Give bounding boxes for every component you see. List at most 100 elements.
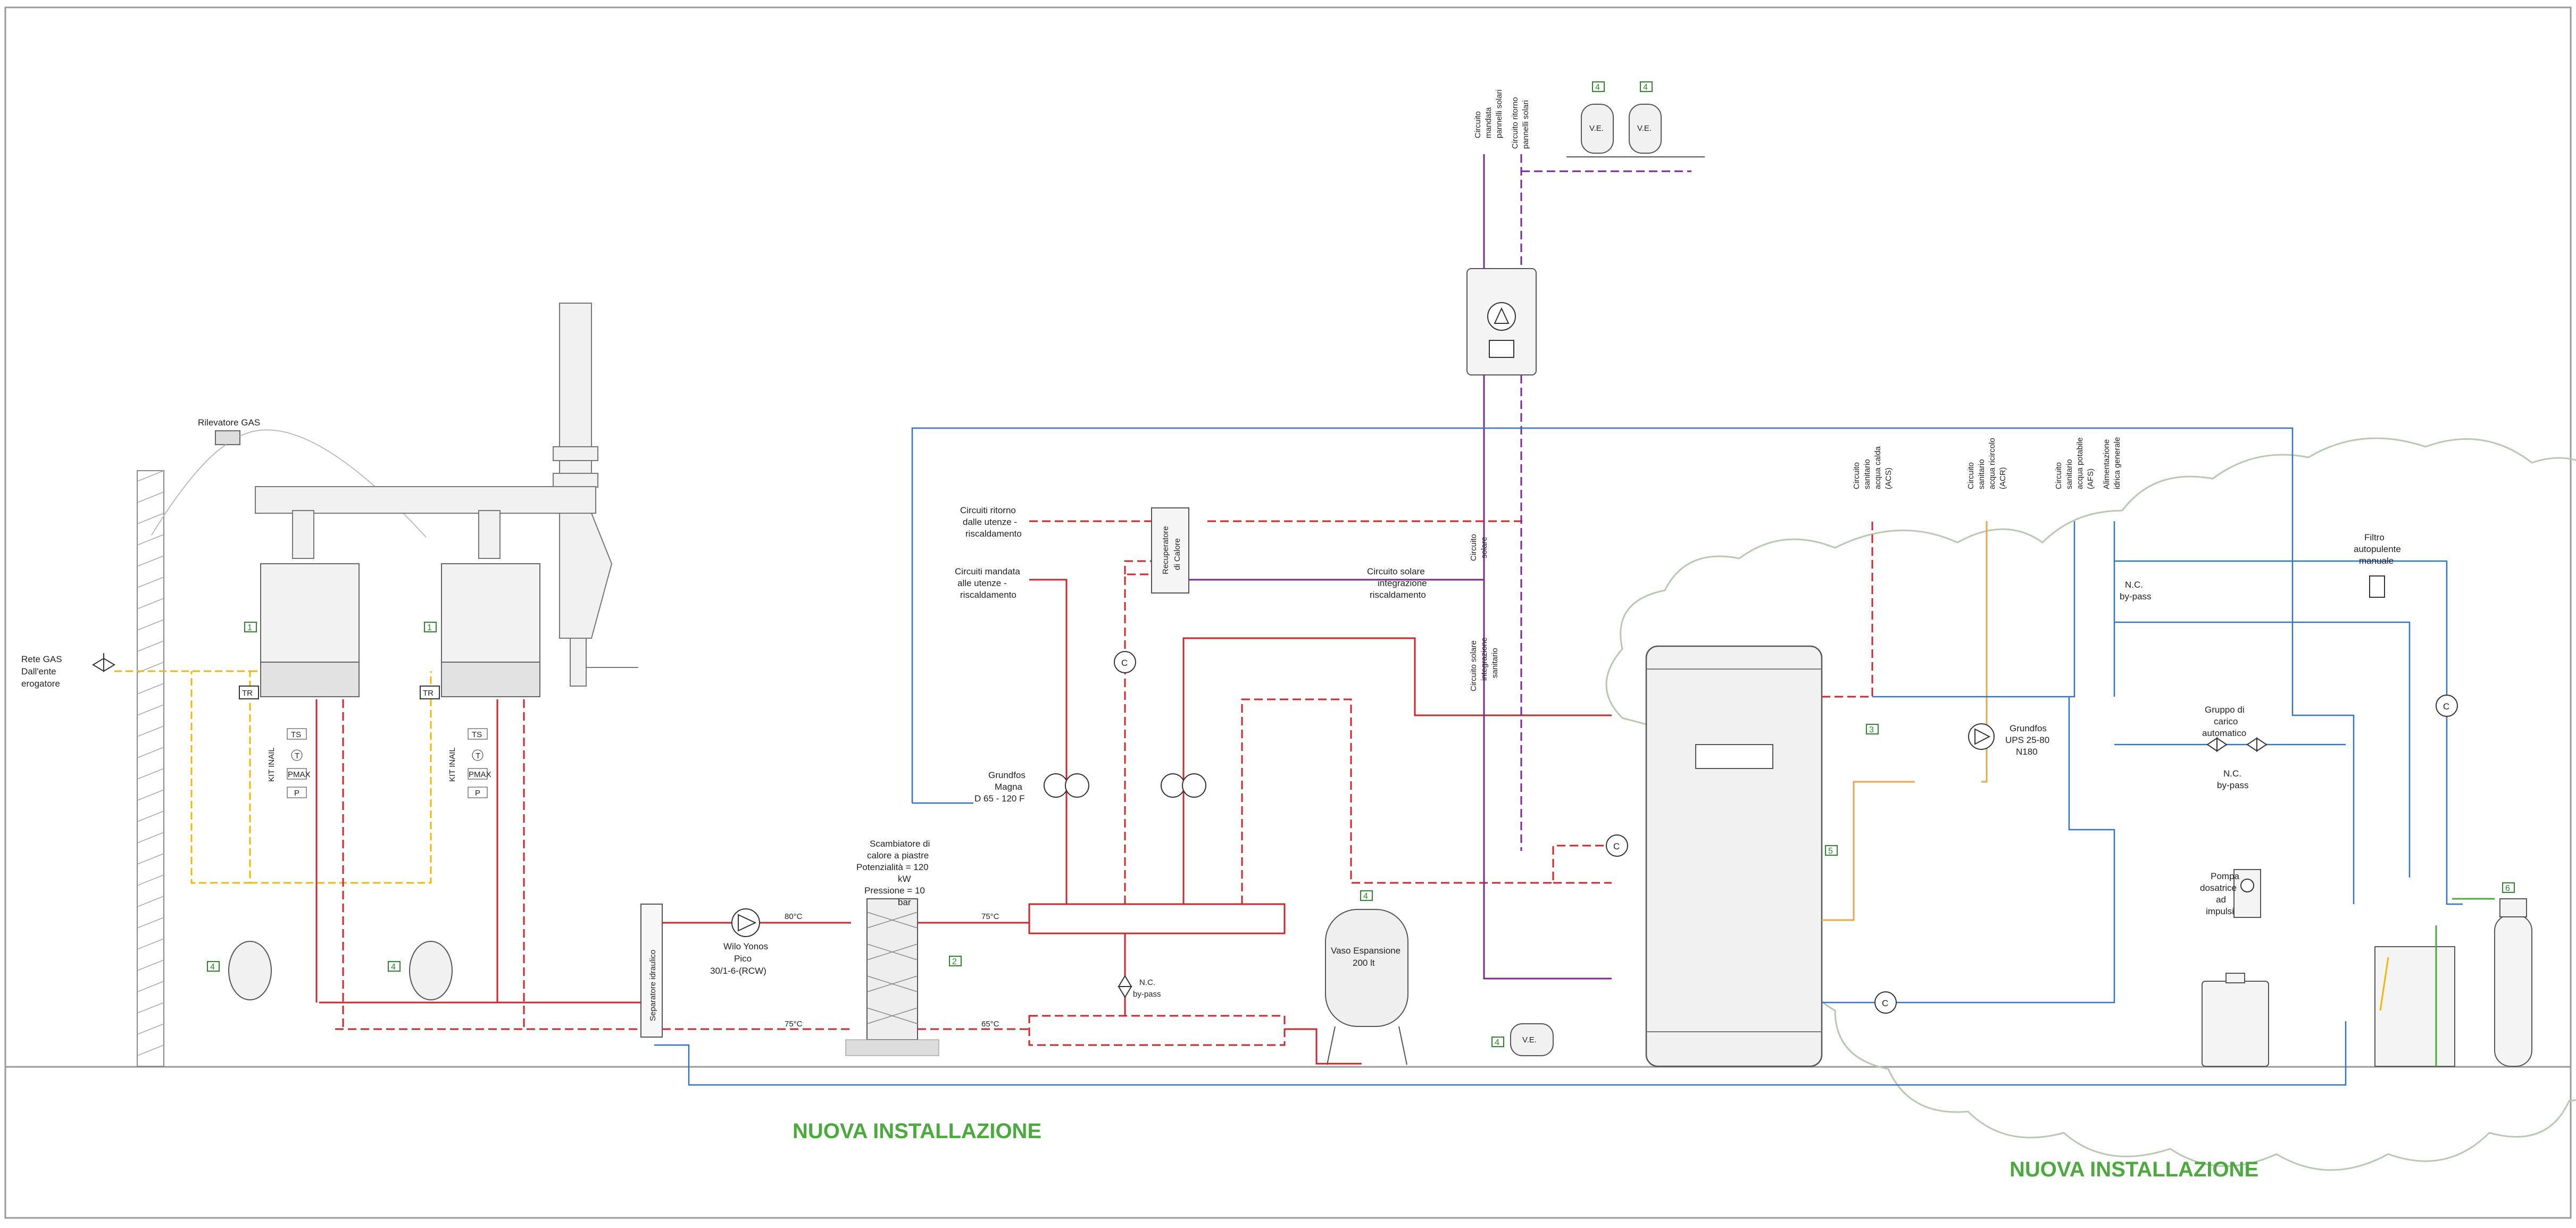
inail-1-pmax: PMAX <box>288 770 311 779</box>
acs-valve-tag: 3 <box>1869 725 1874 734</box>
acr-line-3: acqua ricircolo <box>1988 438 1997 489</box>
acs-line-1: Circuito <box>1852 462 1861 489</box>
exchanger-line-4: kW <box>898 874 911 884</box>
primary-pump-icon[interactable] <box>731 908 760 937</box>
solar-ve-2: V.E. <box>1637 124 1652 133</box>
gas-network-line-3: erogatore <box>21 679 60 689</box>
solar-integration-line-1: Circuito solare <box>1367 566 1425 577</box>
inail-2-ts: TS <box>472 730 482 739</box>
main-supply-line-1: Alimentazione <box>2102 439 2111 489</box>
afs-line-1: Circuito <box>2054 462 2063 489</box>
hydraulic-separator: Separatore idraulico <box>640 904 663 1038</box>
nc-label-3: N.C. <box>2223 768 2241 779</box>
exchanger-line-5: Pressione = 10 <box>864 886 925 896</box>
heat-recuperator: Recuperatore di Calore <box>1151 507 1189 594</box>
counter-3: C <box>1882 998 1888 1008</box>
counter-1: C <box>1121 658 1128 668</box>
inail-2-p: P <box>475 789 480 798</box>
water-softener <box>2374 898 2532 1067</box>
inail-kit-1-label: KIT INAIL <box>267 747 276 782</box>
boiler-2-tag: 1 <box>427 623 432 632</box>
inail-kit-1: KIT INAIL TS T PMAX P <box>267 728 311 798</box>
solar-supply-line-1: Circuito <box>1473 111 1482 138</box>
storage-tank: 5 <box>1645 645 1838 1067</box>
chemical-tank <box>2202 973 2269 1067</box>
dosing-pump[interactable] <box>2233 869 2261 918</box>
acr-line-1: Circuito <box>1966 462 1975 489</box>
solar-sanitary-line-1: Circuito solare <box>1469 640 1478 691</box>
temp-80: 80°C <box>785 912 803 921</box>
primary-pump-line-3: 30/1-6-(RCW) <box>710 966 766 976</box>
solar-return-line-2: pannelli solari <box>1521 100 1530 149</box>
filter-line-3: manuale <box>2359 556 2394 566</box>
bypass-valve-1[interactable] <box>1118 933 1132 1016</box>
solar-circuit-line-1: Circuito <box>1469 534 1478 561</box>
filter-line-1: Filtro <box>2364 532 2385 542</box>
fill-group-line-2: carico <box>2214 716 2238 726</box>
solar-circuit-line-2: solare <box>1480 537 1489 558</box>
gas-detector: Rilevatore GAS <box>151 417 427 538</box>
self-cleaning-filter[interactable] <box>2369 575 2385 598</box>
inail-kit-2: KIT INAIL TS T PMAX P <box>448 728 491 798</box>
gas-detector-label: Rilevatore GAS <box>198 417 260 428</box>
heat-meter-2 <box>1606 834 1628 857</box>
bypass-label-1: by-pass <box>1133 990 1161 999</box>
inail-1-ts: TS <box>291 730 301 739</box>
magna-line-1: Grundfos <box>988 770 1026 780</box>
separator-label: Separatore idraulico <box>648 950 657 1021</box>
nc-label-1: N.C. <box>1139 978 1155 987</box>
heat-meter-1 <box>1114 651 1136 673</box>
exchanger-line-6: bar <box>898 897 911 907</box>
recuperator-line-2: di Calore <box>1173 538 1182 570</box>
exchanger-label: Scambiatore di calore a piastre Potenzia… <box>856 839 930 907</box>
acs-line-3: acqua calda <box>1873 446 1882 489</box>
fill-group-line-1: Gruppo di <box>2205 705 2245 715</box>
solar-station[interactable] <box>1466 268 1537 375</box>
secondary-return-header <box>1028 1015 1286 1046</box>
title-left-installation: NUOVA INSTALLAZIONE <box>793 1120 1041 1143</box>
heating-supply-line-3: riscaldamento <box>960 590 1016 600</box>
magna-line-3: D 65 - 120 F <box>974 793 1025 804</box>
ups-line-1: Grundfos <box>2010 723 2047 733</box>
sheet-border <box>4 6 2572 1219</box>
recuperator-link <box>1124 560 1152 574</box>
tank-tag: 5 <box>1828 847 1833 856</box>
solar-return-line-1: Circuito ritorno <box>1511 97 1520 149</box>
boiler-return-pipes <box>335 699 646 1030</box>
solar-sanitary-line-3: sanitario <box>1490 648 1499 678</box>
heating-return-line-2: dalle utenze - <box>963 517 1017 527</box>
grundfos-ups-pump[interactable] <box>1968 723 1995 750</box>
fill-group-valves[interactable] <box>2206 737 2267 752</box>
tank-ve-label: V.E. <box>1522 1035 1537 1045</box>
nc-label-2: N.C. <box>2125 580 2143 590</box>
boiler-expansion-vessels <box>228 941 453 1000</box>
expansion-vessel-line-2: 200 lt <box>1353 958 1375 968</box>
bypass-label-3: by-pass <box>2217 780 2249 790</box>
title-right-installation: NUOVA INSTALLAZIONE <box>2010 1158 2258 1181</box>
gas-valve-icon[interactable] <box>92 653 115 672</box>
primary-pump-line-2: Pico <box>734 954 752 964</box>
boiler-2[interactable]: 1 TR <box>420 563 540 699</box>
afs-line-4: (AFS) <box>2086 469 2095 489</box>
acr-line-2: sanitario <box>1977 459 1986 489</box>
heating-supply-line-2: alle utenze - <box>957 578 1007 588</box>
expansion-vessel-200: 4 Vaso Espansione 200 lt <box>1325 890 1408 1065</box>
boiler-1[interactable]: 1 TR <box>239 563 360 699</box>
inail-2-pmax: PMAX <box>469 770 491 779</box>
grundfos-magna-pumps[interactable] <box>1044 773 1206 798</box>
header-dashed-risers <box>1124 573 1612 904</box>
solar-ve-1: V.E. <box>1589 124 1604 133</box>
boiler-supply-pipes <box>315 699 660 1004</box>
plate-heat-exchanger: 2 <box>845 898 962 1056</box>
expansion-vessel-line-1: Vaso Espansione <box>1331 946 1400 956</box>
softener-tag: 6 <box>2505 884 2510 893</box>
solar-ve-2-tag: 4 <box>1643 83 1648 92</box>
solar-integration-line-3: riscaldamento <box>1370 590 1426 600</box>
dosing-line-1: Pompa <box>2211 871 2239 881</box>
exchanger-line-1: Scambiatore di <box>870 839 930 849</box>
exchanger-line-2: calore a piastre <box>867 850 929 861</box>
dosing-line-4: impulsi <box>2206 906 2234 916</box>
solar-supply-line-2: mandata <box>1484 107 1493 138</box>
